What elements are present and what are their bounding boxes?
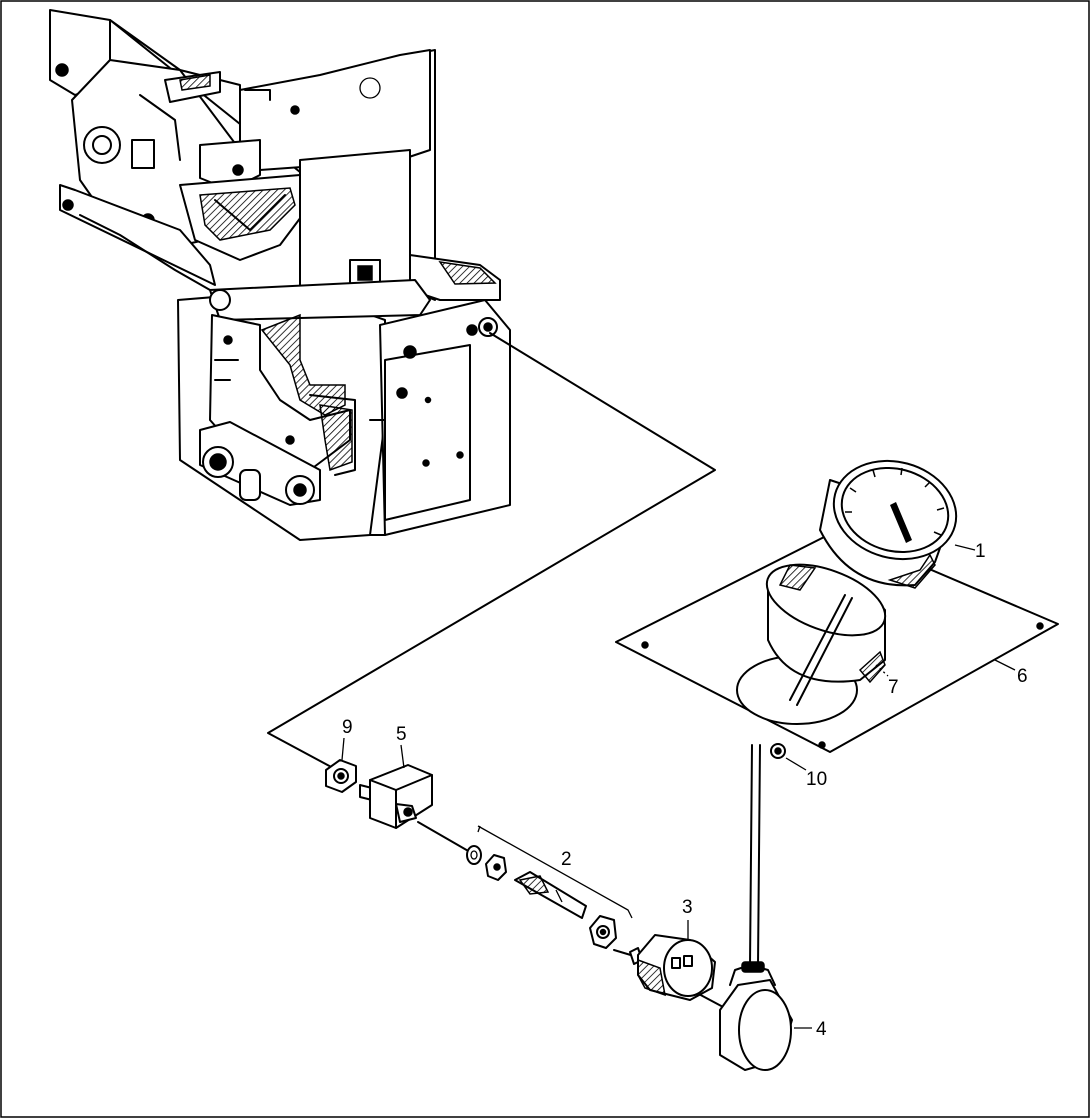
callout-4: 4 [816, 1019, 827, 1040]
callout-3: 3 [682, 897, 693, 918]
callout-7: 7 [888, 677, 899, 698]
screw-part-10 [770, 743, 807, 771]
callout-labels: 1 2 3 4 5 6 7 9 10 [342, 541, 1028, 1040]
gauge-part-1 [819, 459, 976, 589]
fitting-assembly-part-2 [466, 825, 633, 949]
callout-10: 10 [806, 769, 827, 790]
engine-block [49, 9, 511, 541]
callout-2: 2 [561, 849, 572, 870]
callout-9: 9 [342, 717, 353, 738]
adapter-block-part-5 [359, 764, 433, 829]
callout-6: 6 [1017, 666, 1028, 687]
nut-part-9 [325, 759, 357, 793]
callout-1: 1 [975, 541, 986, 562]
gauge-ticks [845, 467, 945, 536]
float-part-4 [719, 744, 812, 1071]
callout-5: 5 [396, 724, 407, 745]
bezel-ring-part-7 [765, 563, 889, 706]
sender-unit-part-3 [629, 920, 716, 1001]
callout-leaders [341, 737, 405, 769]
